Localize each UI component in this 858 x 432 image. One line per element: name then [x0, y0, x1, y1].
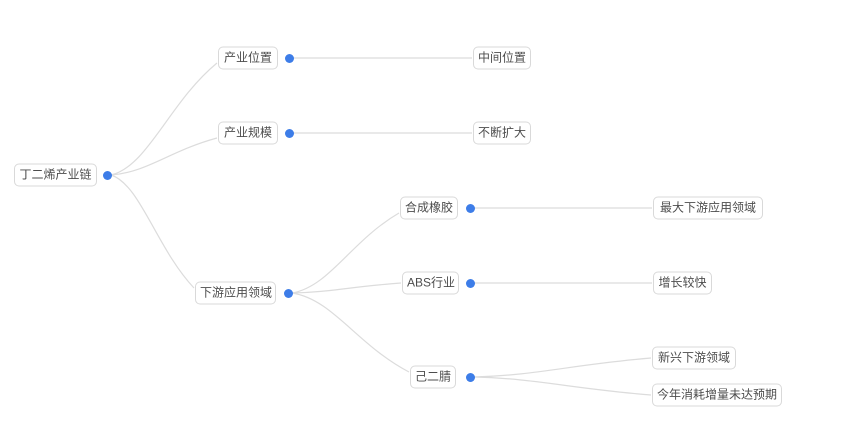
node-butadiene-industry-chain[interactable]: 丁二烯产业链 — [14, 163, 97, 187]
node-fast-growth[interactable]: 增长较快 — [653, 271, 712, 295]
node-emerging-downstream-field[interactable]: 新兴下游领域 — [652, 346, 736, 370]
node-continuously-expanding[interactable]: 不断扩大 — [473, 121, 531, 145]
node-dot-industry-position[interactable] — [284, 53, 294, 63]
node-industry-position[interactable]: 产业位置 — [218, 46, 278, 70]
node-largest-downstream-field[interactable]: 最大下游应用领域 — [653, 196, 763, 220]
connector-downstream-rubber — [291, 212, 400, 294]
node-middle-position[interactable]: 中间位置 — [473, 46, 531, 70]
node-dot-adiponitrile[interactable] — [465, 372, 475, 382]
connector-downstream-adn — [291, 292, 410, 373]
node-dot-abs-industry[interactable] — [465, 278, 475, 288]
connector-adn-emerging — [473, 357, 652, 378]
connector-root-downstream — [110, 174, 195, 289]
connector-root-pos — [110, 62, 218, 176]
node-abs-industry[interactable]: ABS行业 — [402, 271, 459, 295]
node-dot-industry-scale[interactable] — [284, 128, 294, 138]
connector-root-scale — [110, 137, 218, 176]
node-synthetic-rubber[interactable]: 合成橡胶 — [400, 196, 458, 220]
node-industry-scale[interactable]: 产业规模 — [218, 121, 278, 145]
node-adiponitrile[interactable]: 己二腈 — [410, 365, 456, 389]
node-consumption-below-expectation[interactable]: 今年消耗增量未达预期 — [652, 383, 782, 407]
node-dot-downstream-application-fields[interactable] — [283, 288, 293, 298]
node-downstream-application-fields[interactable]: 下游应用领域 — [195, 281, 276, 305]
node-dot-synthetic-rubber[interactable] — [465, 203, 475, 213]
connector-adn-below — [473, 376, 652, 396]
connector-downstream-abs — [291, 282, 402, 294]
node-dot-butadiene-industry-chain[interactable] — [102, 170, 112, 180]
